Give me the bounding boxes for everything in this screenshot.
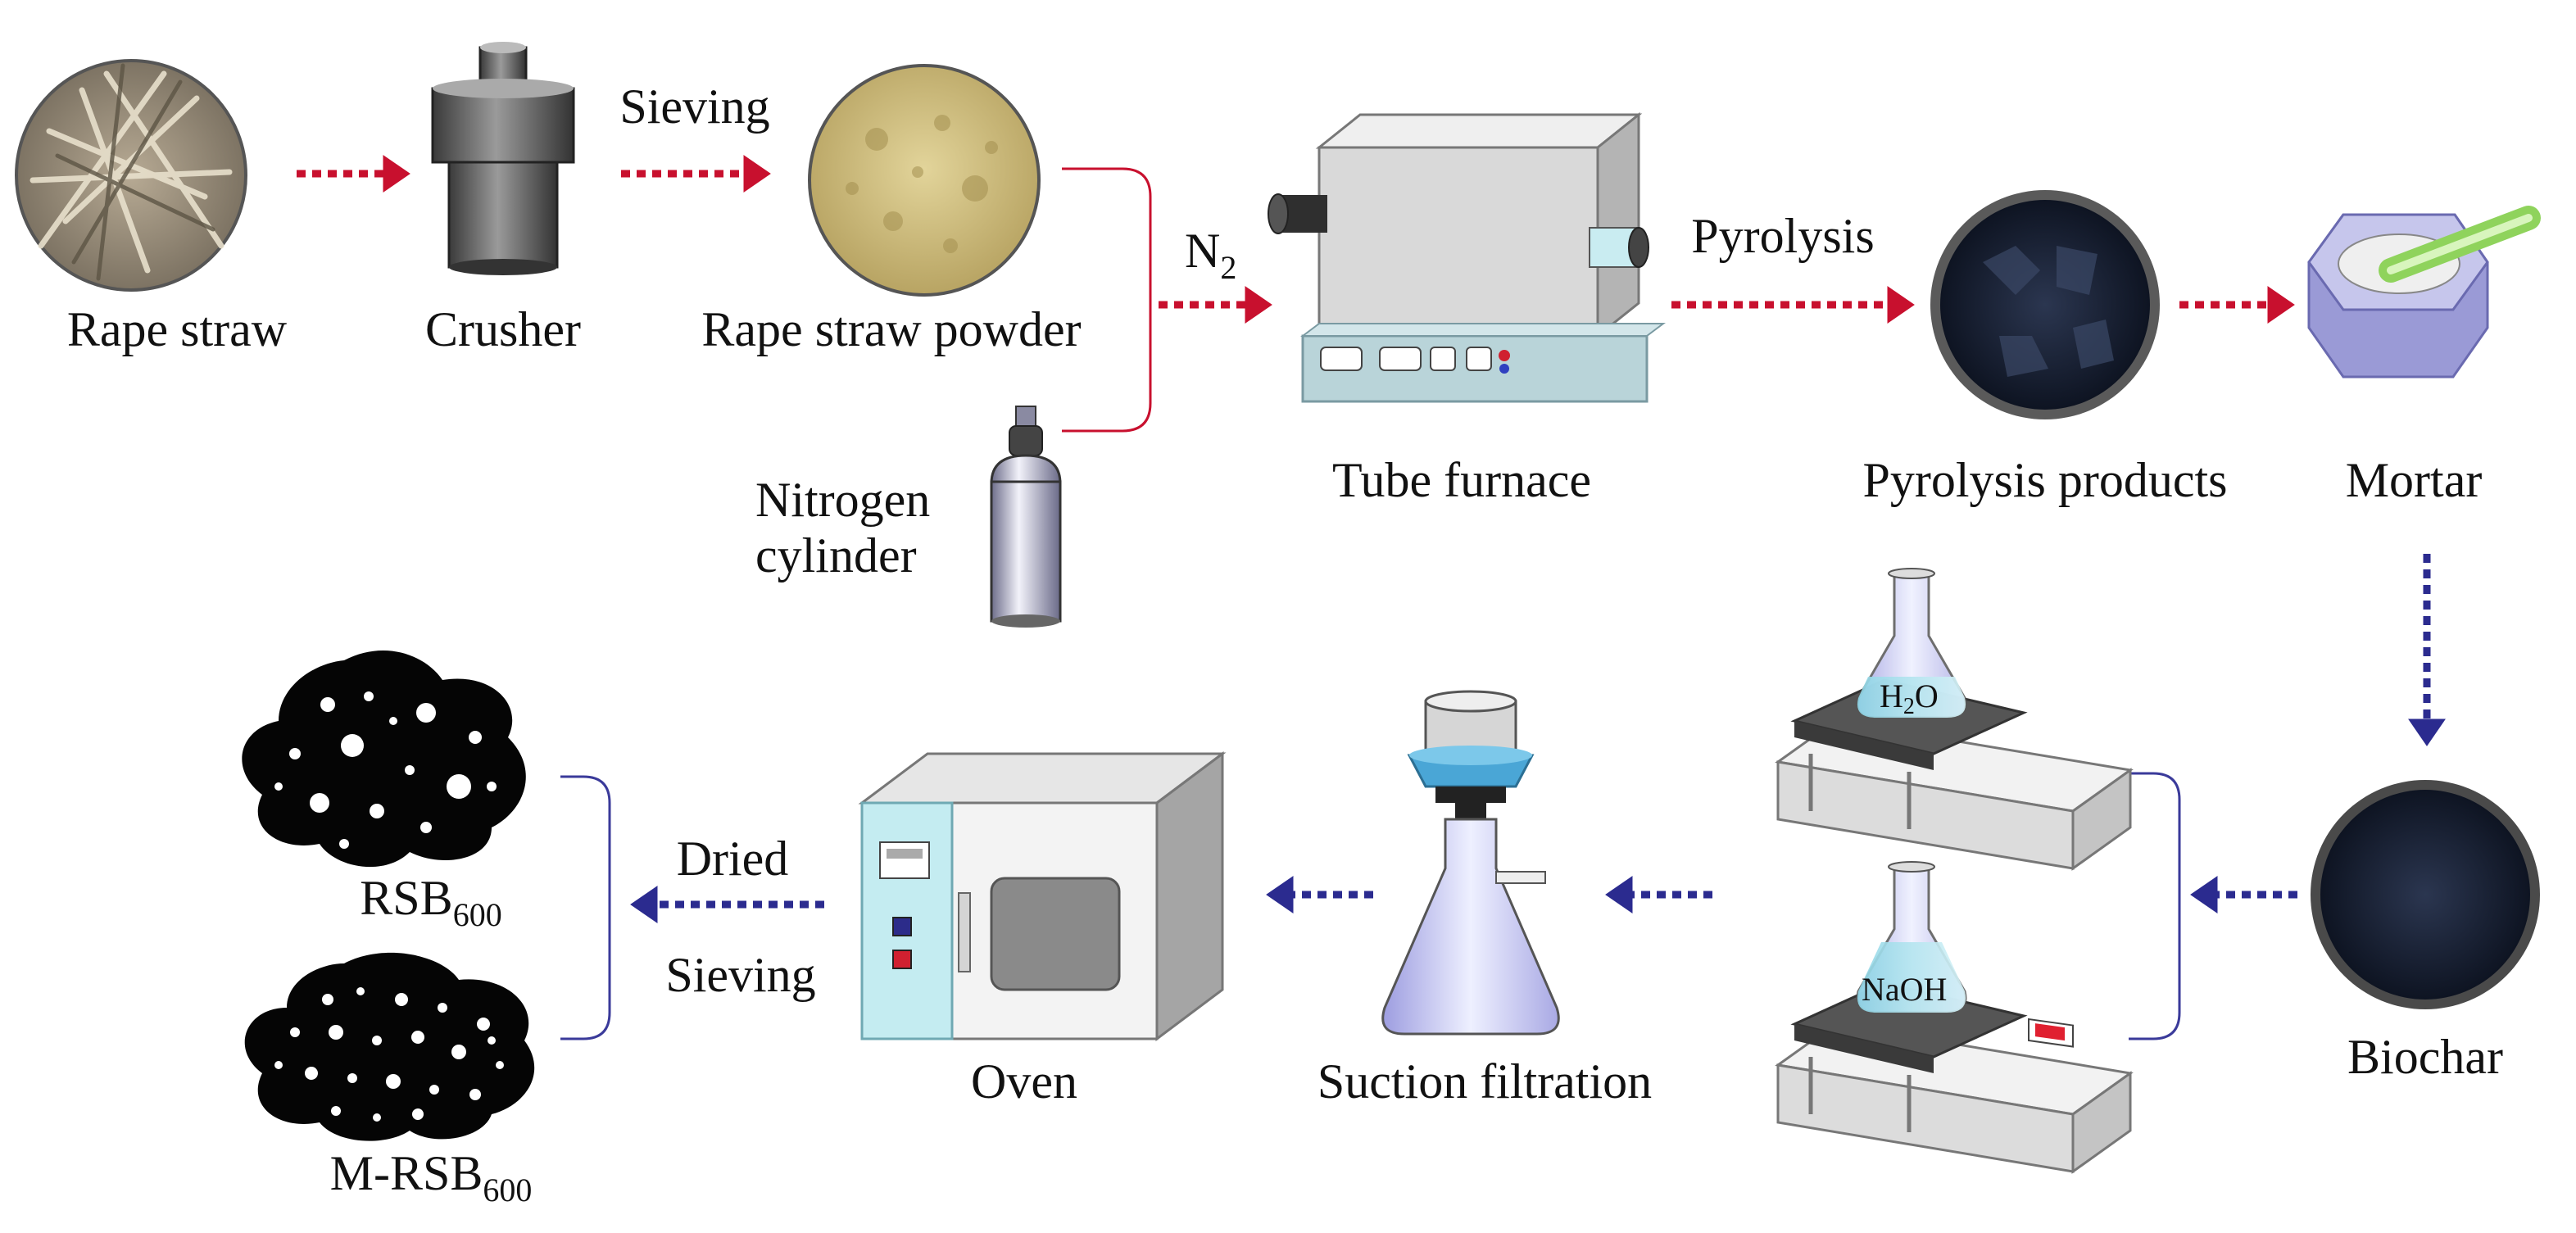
label-mrsb600: M-RSB600 bbox=[329, 1146, 533, 1208]
porous-particle-icon bbox=[242, 650, 526, 868]
flow-arrow bbox=[1266, 876, 1373, 913]
crusher-icon bbox=[431, 42, 575, 275]
nitrogen-cylinder-icon bbox=[990, 406, 1062, 628]
product-bracket bbox=[560, 775, 611, 1040]
mortar-icon bbox=[2307, 206, 2541, 379]
flow-arrow bbox=[1605, 876, 1712, 913]
label-sieving-top: Sieving bbox=[619, 79, 770, 134]
suction-flask-icon bbox=[1381, 690, 1560, 1036]
straw-photo-icon bbox=[15, 59, 247, 292]
reagent-bracket bbox=[2129, 772, 2181, 1040]
label-rape-straw: Rape straw bbox=[66, 302, 288, 356]
flow-arrow bbox=[2179, 286, 2295, 324]
flow-arrow bbox=[621, 155, 771, 193]
label-rape-straw-powder: Rape straw powder bbox=[701, 302, 1082, 356]
biochar-photo-icon bbox=[2311, 780, 2540, 1009]
label-crusher: Crusher bbox=[425, 302, 581, 356]
label-nitrogen-line2: cylinder bbox=[755, 528, 917, 583]
label-h2o: H2O bbox=[1880, 678, 1939, 719]
pyrolysis-products-photo-icon bbox=[1930, 190, 2160, 419]
flow-arrow bbox=[1159, 286, 1272, 324]
label-naoh: NaOH bbox=[1862, 971, 1948, 1008]
hotplate-flask-icon bbox=[1775, 861, 2134, 1174]
label-dried: Dried bbox=[676, 832, 789, 886]
porous-particle-icon bbox=[244, 952, 535, 1141]
label-n2: N2 bbox=[1185, 224, 1237, 286]
label-suction-filtration: Suction filtration bbox=[1317, 1054, 1653, 1108]
label-biochar: Biochar bbox=[2347, 1030, 2503, 1084]
label-tube-furnace: Tube furnace bbox=[1331, 453, 1592, 507]
tube-furnace-icon bbox=[1268, 111, 1666, 403]
label-pyrolysis-products: Pyrolysis products bbox=[1862, 453, 2228, 507]
hotplate-flask-icon bbox=[1775, 568, 2134, 1048]
label-oven: Oven bbox=[971, 1054, 1077, 1108]
label-mortar: Mortar bbox=[2345, 453, 2483, 507]
flow-arrow bbox=[630, 886, 824, 923]
label-nitrogen-line1: Nitrogen bbox=[755, 473, 931, 527]
flow-arrow bbox=[2408, 554, 2446, 746]
flow-arrow bbox=[2190, 876, 2297, 913]
label-sieving-bottom: Sieving bbox=[665, 948, 816, 1002]
gas-line-bracket bbox=[1062, 167, 1152, 433]
label-rsb600: RSB600 bbox=[360, 871, 502, 933]
oven-icon bbox=[858, 751, 1227, 1041]
flow-arrow bbox=[1671, 286, 1915, 324]
label-pyrolysis: Pyrolysis bbox=[1691, 209, 1875, 263]
powder-photo-icon bbox=[808, 64, 1041, 297]
flow-arrow bbox=[297, 155, 410, 193]
